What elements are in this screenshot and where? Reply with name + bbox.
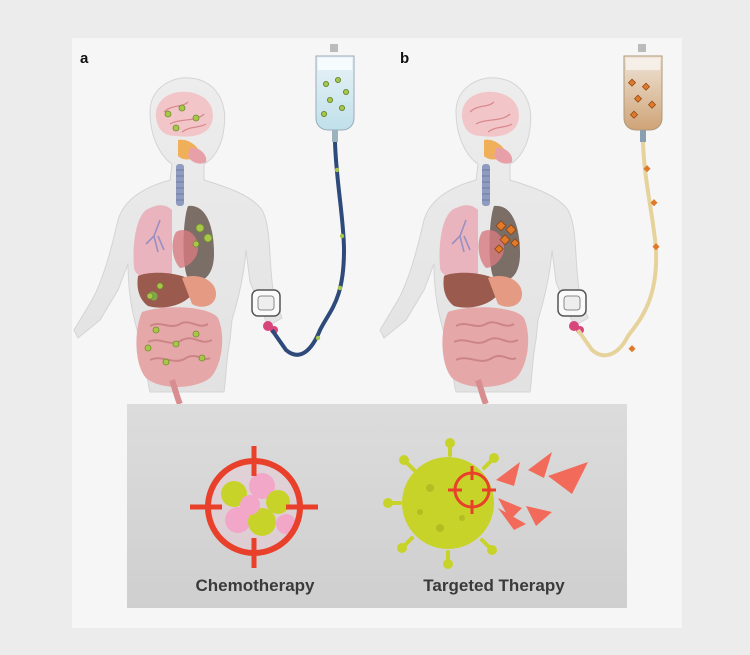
- iv-drip-b: [576, 44, 663, 358]
- chemo-drug-particles: [144, 104, 213, 366]
- panel-label-b: b: [400, 50, 410, 67]
- human-figure-b: [379, 77, 589, 406]
- virus-target-icon: [383, 438, 588, 569]
- iv-drip-a: [270, 44, 355, 357]
- cell-cluster: [221, 473, 296, 536]
- human-figure-a: [73, 77, 283, 406]
- panel-label-a: a: [80, 50, 89, 67]
- caption-chemotherapy: Chemotherapy: [195, 576, 315, 595]
- crosshair-target-icon: [190, 446, 318, 568]
- targeted-drug-particles: [494, 220, 520, 254]
- caption-targeted-therapy: Targeted Therapy: [423, 576, 565, 595]
- targeted-arrowheads: [496, 452, 588, 530]
